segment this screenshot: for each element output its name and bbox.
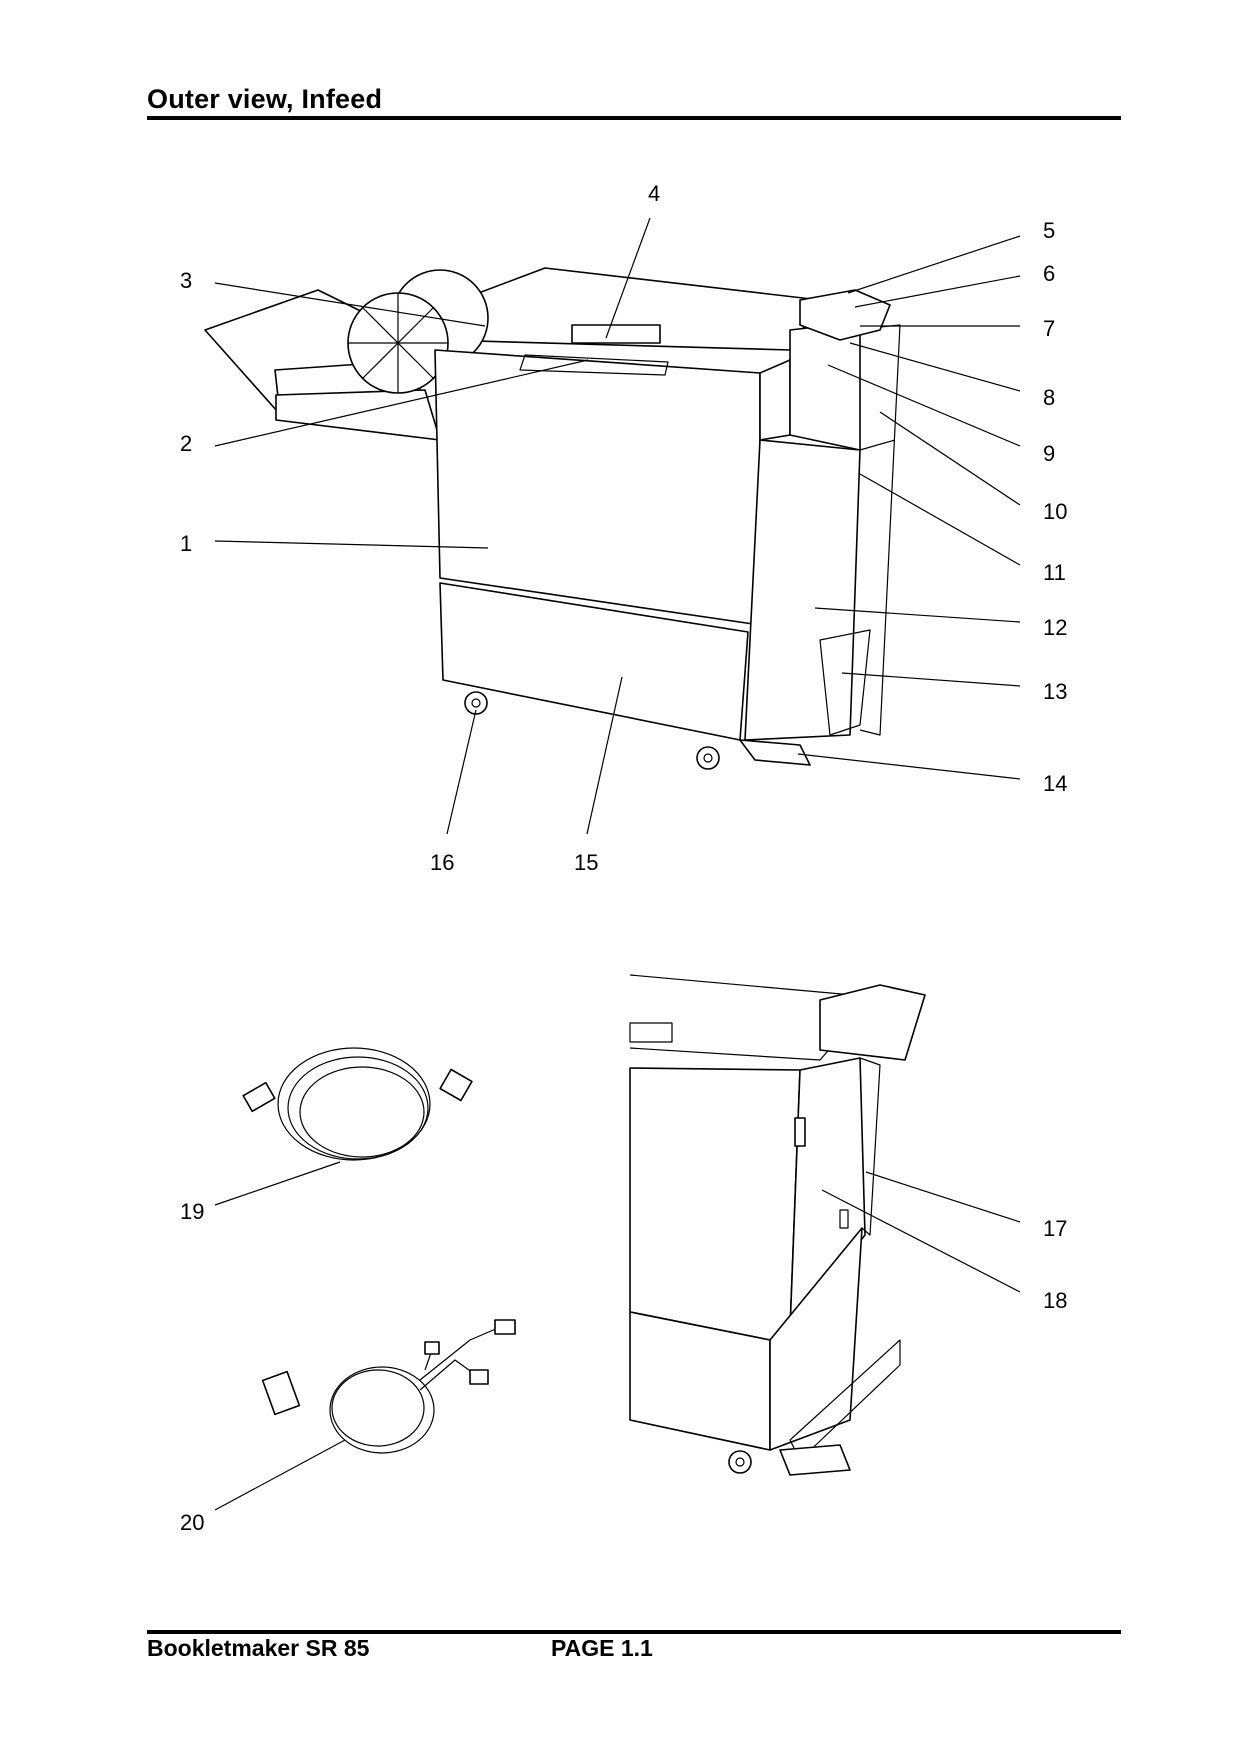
callout-4: 4 xyxy=(648,181,660,206)
power-cable-illustration xyxy=(242,1047,473,1161)
callout-19: 19 xyxy=(180,1199,204,1224)
header-rule xyxy=(147,116,1121,120)
bookletmaker-front-view xyxy=(204,267,901,770)
callout-9: 9 xyxy=(1043,441,1055,466)
callout-3: 3 xyxy=(180,268,192,293)
callout-20: 20 xyxy=(180,1510,204,1535)
callout-leaders-top xyxy=(214,217,1021,835)
footer-product-name: Bookletmaker SR 85 xyxy=(147,1635,370,1661)
footer-page-number: PAGE 1.1 xyxy=(551,1635,653,1661)
callout-18: 18 xyxy=(1043,1288,1067,1313)
callout-8: 8 xyxy=(1043,385,1055,410)
callout-6: 6 xyxy=(1043,261,1055,286)
callout-labels: 1 2 3 4 5 6 7 8 9 10 11 12 13 14 15 16 1… xyxy=(180,181,1067,1535)
callout-16: 16 xyxy=(430,850,454,875)
callout-1: 1 xyxy=(180,531,192,556)
callout-10: 10 xyxy=(1043,499,1067,524)
callout-7: 7 xyxy=(1043,316,1055,341)
callout-17: 17 xyxy=(1043,1216,1067,1241)
callout-11: 11 xyxy=(1043,560,1066,585)
page-title: Outer view, Infeed xyxy=(147,84,383,114)
callout-5: 5 xyxy=(1043,218,1055,243)
data-cable-illustration xyxy=(261,1319,516,1454)
callout-15: 15 xyxy=(574,850,598,875)
callout-12: 12 xyxy=(1043,615,1067,640)
callout-14: 14 xyxy=(1043,771,1067,796)
callout-13: 13 xyxy=(1043,679,1067,704)
callout-2: 2 xyxy=(180,431,192,456)
bookletmaker-side-view xyxy=(629,974,926,1476)
footer-rule xyxy=(147,1630,1121,1634)
